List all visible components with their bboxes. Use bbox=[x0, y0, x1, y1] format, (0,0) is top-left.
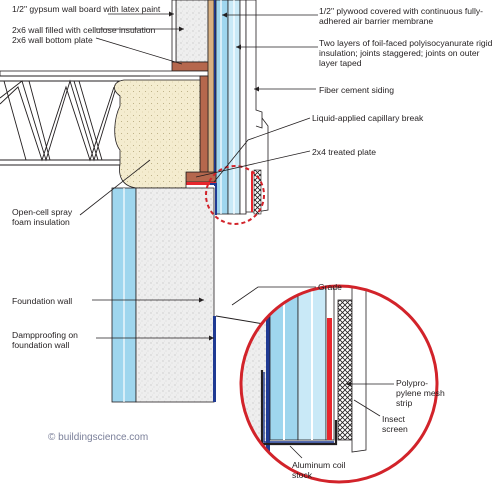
detail-callout-small bbox=[205, 165, 265, 225]
air-barrier-membrane bbox=[214, 0, 216, 186]
detail-callout-large bbox=[239, 284, 439, 484]
leader-arrows bbox=[169, 11, 351, 387]
spray-foam bbox=[114, 79, 201, 189]
label-spray-foam: Open-cell spray foam insulation bbox=[12, 207, 73, 227]
inset-detail bbox=[239, 284, 439, 484]
label-mesh: Polypro-pylene mesh strip bbox=[396, 378, 445, 408]
label-coil: Aluminum coil stock bbox=[292, 460, 346, 480]
upper-wall bbox=[0, 0, 269, 215]
label-wall-2x6: 2x6 wall filled with cellulose insulatio… bbox=[12, 25, 156, 35]
label-bottom-plate: 2x6 wall bottom plate bbox=[12, 35, 93, 45]
foundation-wall bbox=[135, 187, 215, 403]
label-siding: Fiber cement siding bbox=[319, 85, 394, 95]
label-foundation: Foundation wall bbox=[12, 296, 73, 306]
label-dampproofing: Dampproofing on foundation wall bbox=[12, 330, 78, 350]
polyiso-layer-1 bbox=[215, 0, 229, 215]
aluminum-coil-stock bbox=[260, 370, 338, 446]
label-gypsum: 1/2" gypsum wall board with latex paint bbox=[12, 4, 161, 14]
leader-lines bbox=[79, 13, 394, 459]
furring-strip bbox=[239, 0, 247, 215]
siding-inset bbox=[351, 286, 367, 453]
foundation bbox=[111, 187, 301, 403]
label-treated-plate: 2x4 treated plate bbox=[312, 147, 377, 157]
label-grade: Grade bbox=[318, 282, 342, 292]
dampproofing bbox=[213, 316, 216, 402]
copyright-notice: © buildingscience.com bbox=[48, 432, 149, 443]
subfloor bbox=[0, 70, 213, 77]
plywood-sheathing bbox=[207, 0, 215, 185]
label-capillary: Liquid-applied capillary break bbox=[312, 113, 424, 123]
capillary-break bbox=[186, 182, 216, 185]
rim-joist bbox=[199, 75, 209, 173]
mesh-strip-small bbox=[253, 169, 262, 215]
mesh-strip-inset bbox=[337, 299, 353, 441]
wall-bottom-plate bbox=[171, 61, 211, 72]
floor-truss bbox=[0, 75, 150, 166]
label-polyiso: Two layers of foil-faced polyisocyanurat… bbox=[319, 38, 493, 68]
label-insect: Insect screen bbox=[382, 414, 408, 434]
fiber-cement-siding bbox=[245, 0, 269, 213]
label-plywood: 1/2" plywood covered with continuous ful… bbox=[319, 6, 484, 26]
capillary-strip-inset bbox=[327, 318, 332, 440]
